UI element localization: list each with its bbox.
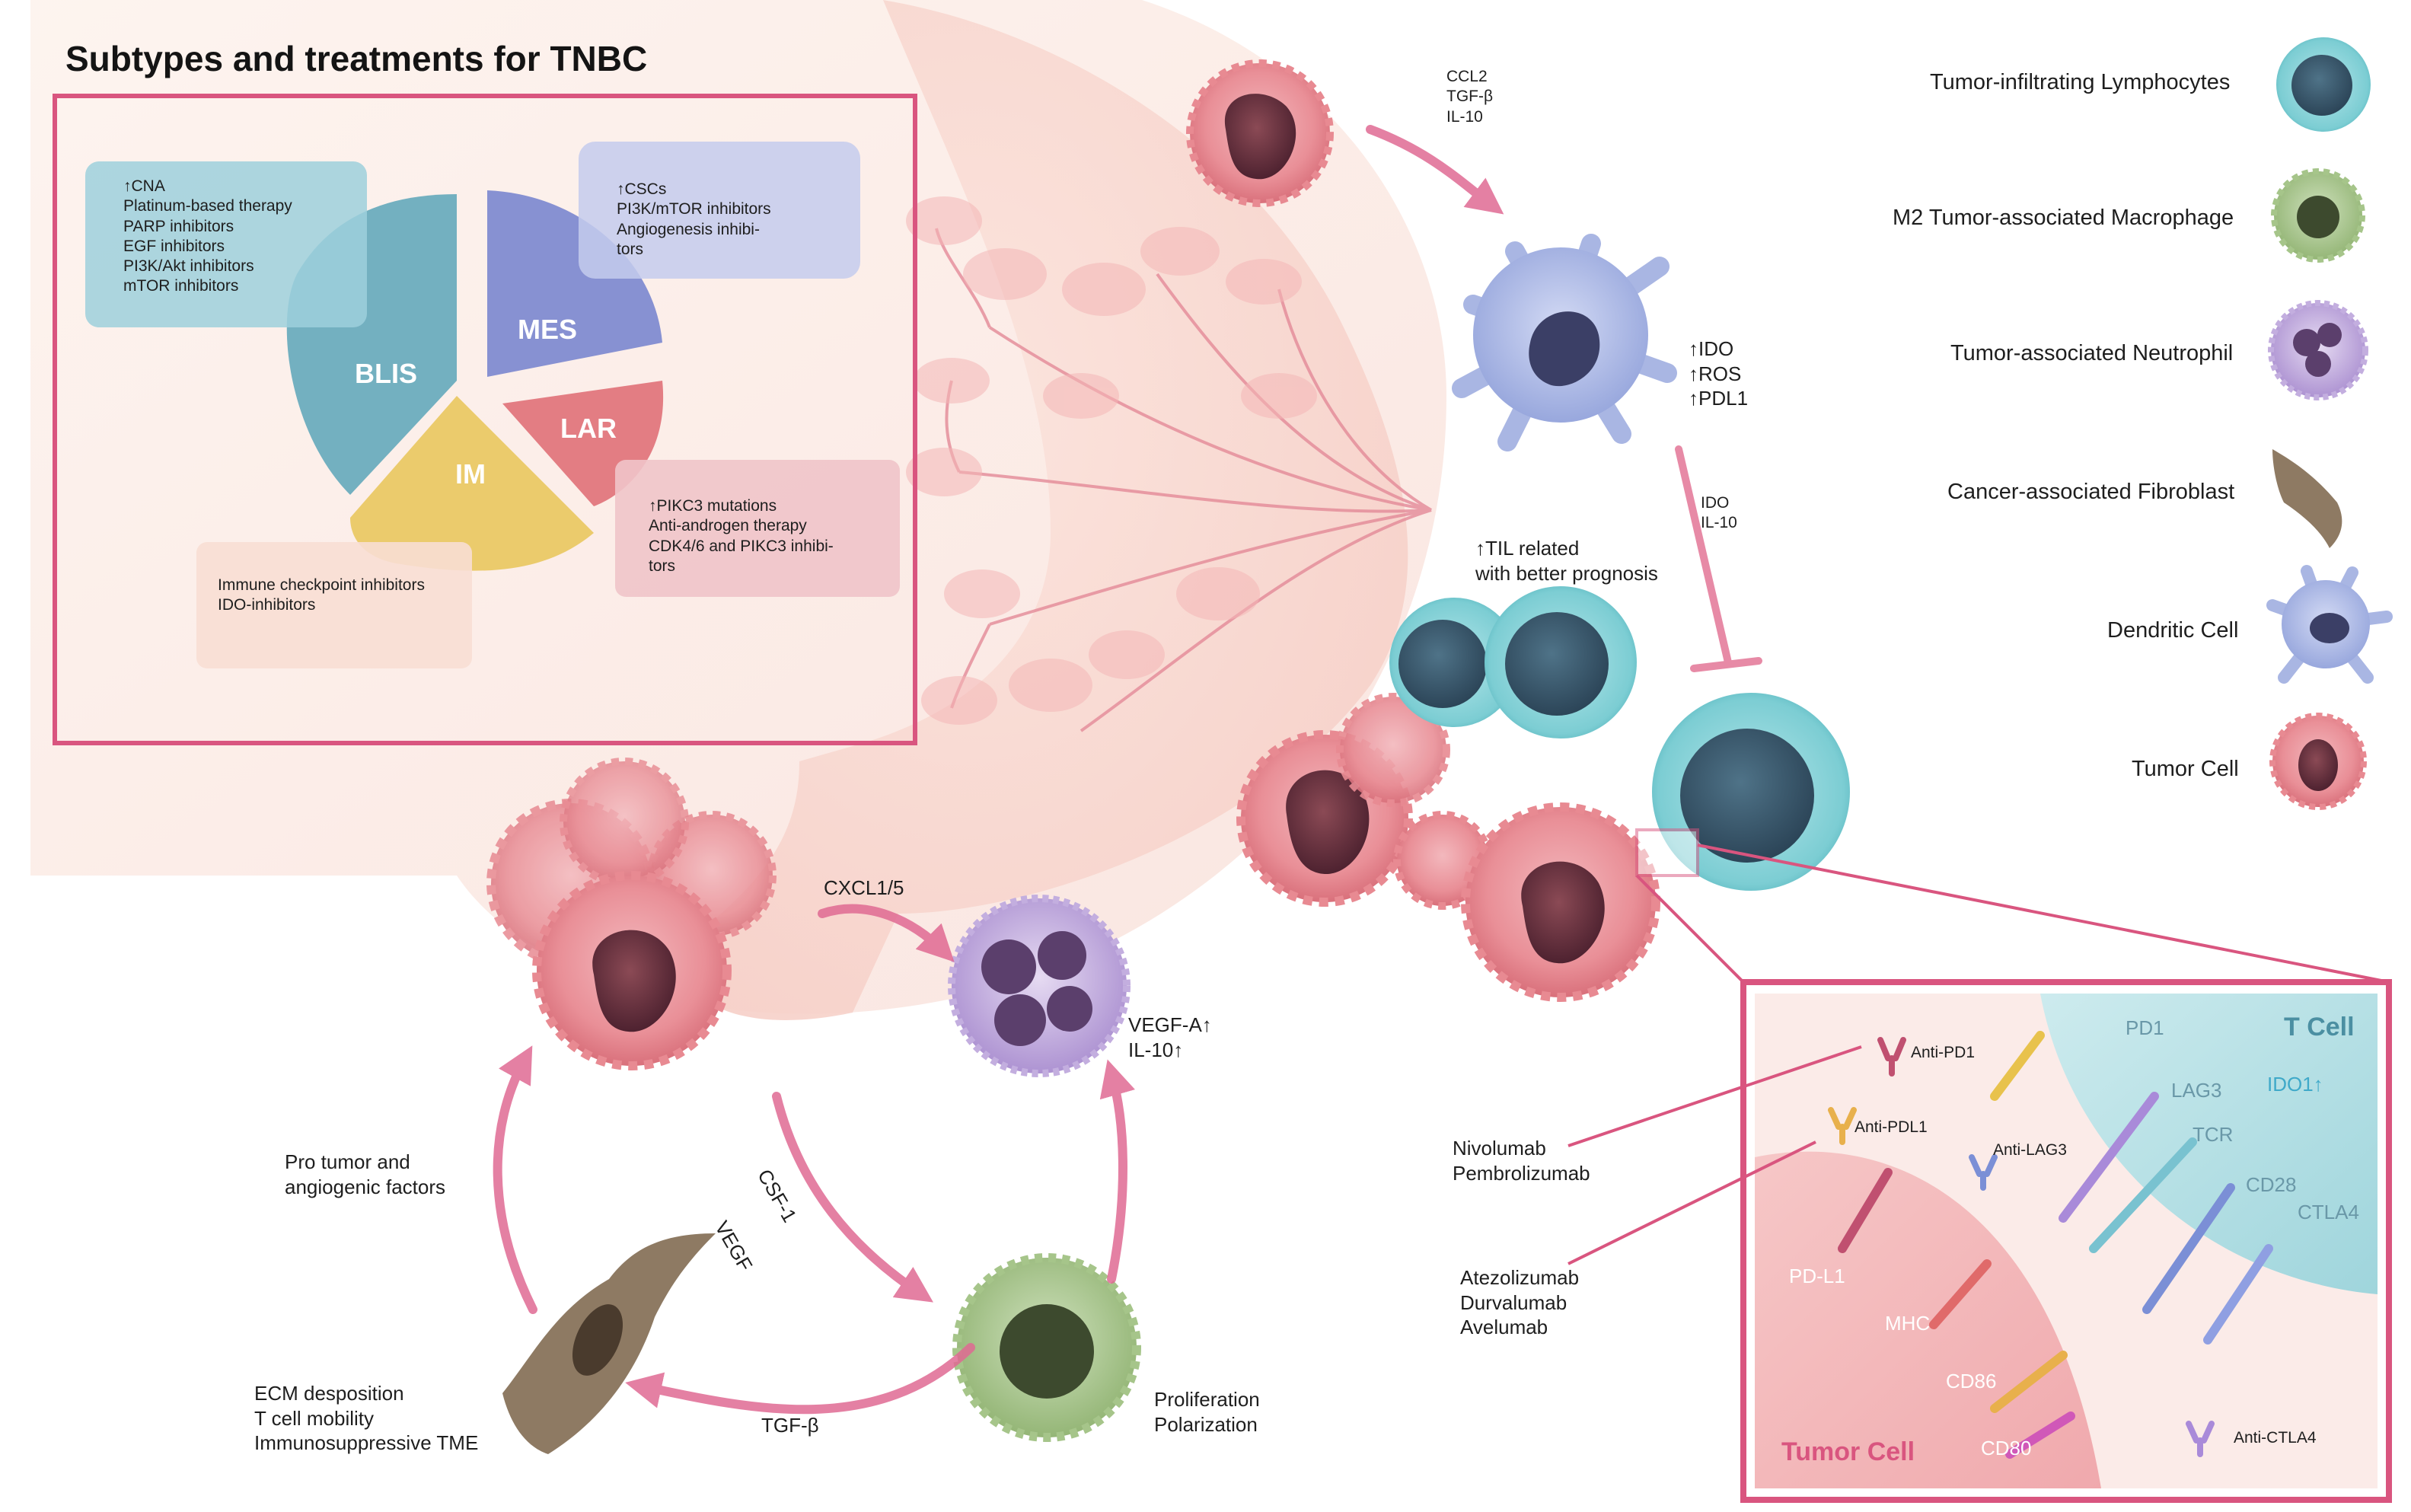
legend-label-macrophage: M2 Tumor-associated Macrophage xyxy=(1893,206,2234,230)
fibroblast-main xyxy=(502,1233,716,1454)
inset-mhc: MHC xyxy=(1885,1312,1931,1335)
legend-label-tumor: Tumor Cell xyxy=(2132,757,2239,781)
signal-ecm: ECM desposition T cell mobility Immunosu… xyxy=(254,1382,479,1454)
neutrophil-main xyxy=(948,895,1131,1077)
inset-cd28: CD28 xyxy=(2246,1173,2297,1196)
inset-anti-pdl1: Anti-PDL1 xyxy=(1854,1118,1928,1136)
inset-ido1: IDO1↑ xyxy=(2267,1073,2323,1096)
signal-dc-effects: ↑IDO ↑ROS ↑PDL1 xyxy=(1689,337,1749,410)
box-im-text: Immune checkpoint inhibitors IDO-inhibit… xyxy=(218,576,425,614)
signal-neutrophil-out: VEGF-A↑ IL-10↑ xyxy=(1128,1013,1212,1061)
lobules xyxy=(906,196,1317,725)
inset-cd80: CD80 xyxy=(1981,1437,2032,1459)
inset-lag3: LAG3 xyxy=(2171,1079,2222,1102)
signal-pro-tumor: Pro tumor and angiogenic factors xyxy=(285,1150,446,1198)
inset-cd86: CD86 xyxy=(1946,1370,1997,1392)
inset-tcr: TCR xyxy=(2193,1123,2234,1146)
macrophage-main xyxy=(952,1253,1141,1442)
inset-pd1: PD1 xyxy=(2126,1016,2164,1039)
figure-title: Subtypes and treatments for TNBC xyxy=(65,39,648,78)
box-im-bg xyxy=(196,542,472,668)
pie-slice-mes xyxy=(487,190,662,377)
tumor-cluster-center xyxy=(1236,693,1660,1002)
inset-tumor-cell-label: Tumor Cell xyxy=(1781,1437,1915,1466)
legend-label-lymphocyte: Tumor-infiltrating Lymphocytes xyxy=(1930,70,2231,94)
inhibition-line xyxy=(1675,445,1762,672)
inset-anti-lag3: Anti-LAG3 xyxy=(1993,1141,2067,1159)
antibody-glyphs xyxy=(1828,1037,2215,1457)
box-blis-bg xyxy=(85,161,367,327)
receptors xyxy=(1838,1031,2273,1459)
subtype-mes-label: MES xyxy=(518,314,578,345)
legend-dendritic-icon xyxy=(2266,565,2393,684)
signal-dc-to-t: IDO IL-10 xyxy=(1701,494,1737,532)
subtype-im-label: IM xyxy=(455,458,486,490)
legend-neutrophil-icon xyxy=(2268,300,2368,400)
tnbc-frame xyxy=(53,94,917,745)
legend-icons xyxy=(2266,37,2393,810)
drugs-pd1: Nivolumab Pembrolizumab xyxy=(1453,1137,1590,1185)
inset-anti-ctla4: Anti-CTLA4 xyxy=(2234,1429,2317,1447)
box-lar-bg xyxy=(615,460,900,597)
signal-tumor-to-dc: CCL2 TGF-β IL-10 xyxy=(1446,68,1494,126)
legend-tumor-icon xyxy=(2269,713,2367,810)
zoom-connector xyxy=(1635,828,2390,984)
signal-tgf: TGF-β xyxy=(761,1414,819,1437)
arrows xyxy=(493,125,1504,1415)
box-blis-text: ↑CNA Platinum-based therapy PARP inhibit… xyxy=(123,177,292,295)
box-mes-bg xyxy=(579,142,860,279)
inset-anti-pd1: Anti-PD1 xyxy=(1911,1044,1976,1061)
signal-cxcl: CXCL1/5 xyxy=(824,876,904,899)
pie-slice-im xyxy=(350,396,594,571)
box-lar-text: ↑PIKC3 mutations Anti-androgen therapy C… xyxy=(649,497,834,575)
box-mes-text: ↑CSCs PI3K/mTOR inhibitors Angiogenesis … xyxy=(617,180,771,258)
subtype-blis-label: BLIS xyxy=(355,358,418,389)
tumor-cell-top xyxy=(1186,59,1334,207)
legend-label-neutrophil: Tumor-associated Neutrophil xyxy=(1950,341,2234,365)
drug-connectors xyxy=(1567,1045,1862,1265)
tumor-cluster-left xyxy=(486,758,777,1070)
signal-prolif: Proliferation Polarization xyxy=(1154,1388,1260,1436)
lymphocytes-group xyxy=(1389,586,1850,891)
signal-til-note: ↑TIL related with better prognosis xyxy=(1475,537,1658,585)
legend-label-fibroblast: Cancer-associated Fibroblast xyxy=(1947,480,2235,504)
inset-ctla4: CTLA4 xyxy=(2298,1201,2359,1223)
inset-pdl1: PD-L1 xyxy=(1789,1265,1845,1287)
inset-t-cell-label: T Cell xyxy=(2284,1013,2355,1041)
subtype-lar-label: LAR xyxy=(560,413,617,444)
drugs-pdl1: Atezolizumab Durvalumab Avelumab xyxy=(1460,1266,1580,1338)
dendritic-cell-main xyxy=(1452,234,1677,451)
breast-outline xyxy=(683,0,1408,1020)
legend-label-dendritic: Dendritic Cell xyxy=(2107,618,2239,643)
legend-fibroblast-icon xyxy=(2272,449,2342,548)
